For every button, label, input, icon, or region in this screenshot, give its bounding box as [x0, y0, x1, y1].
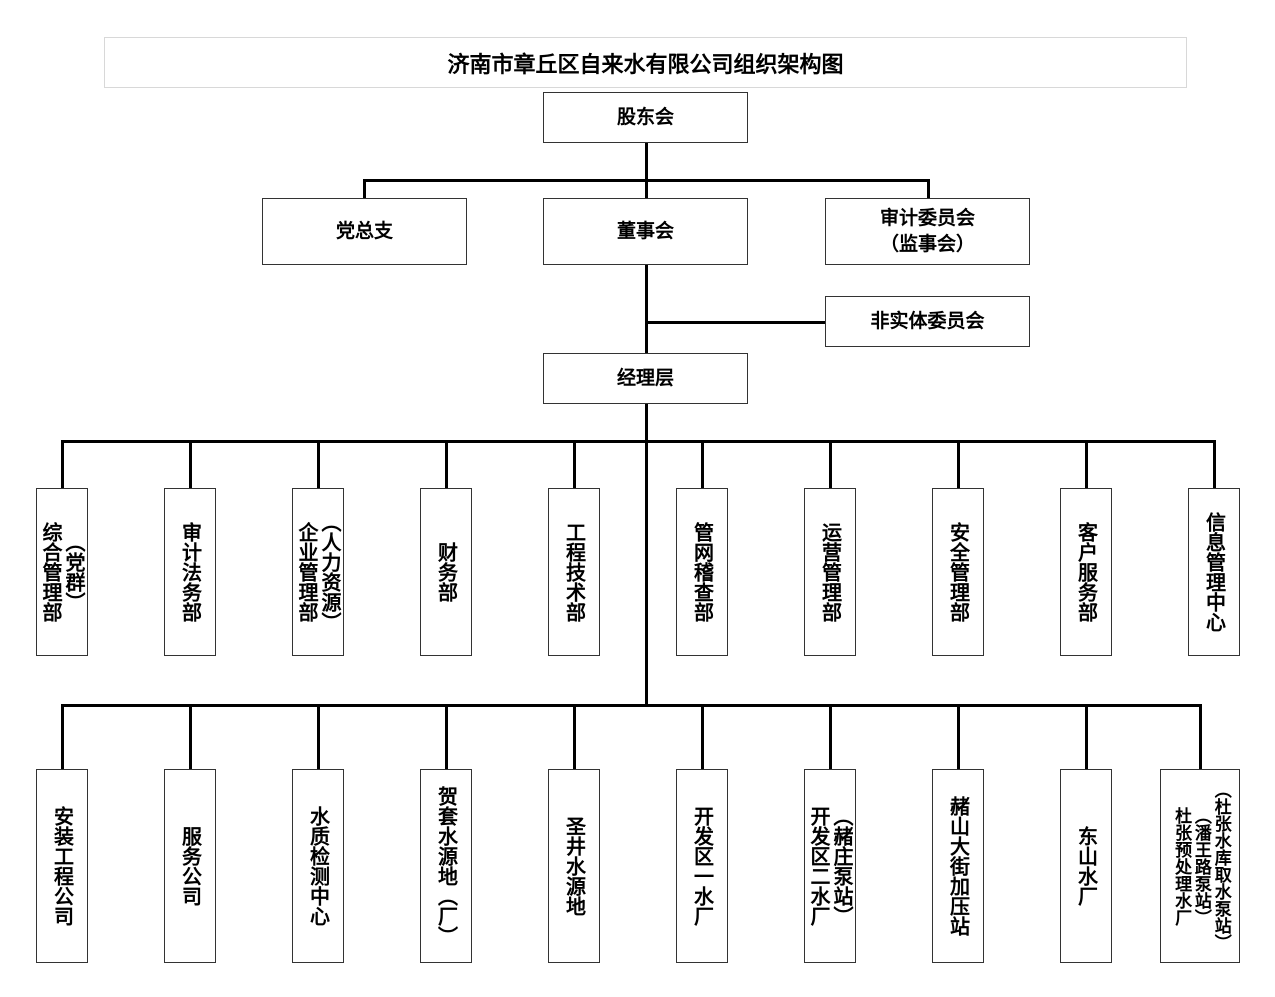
- node-label: 客户服务部: [1074, 522, 1099, 622]
- node-label: （赭庄泵站）: [830, 806, 854, 926]
- node-shareholders: 股东会: [543, 92, 748, 143]
- node-label: 赭山大街加压站: [946, 796, 971, 936]
- connector: [1085, 705, 1088, 769]
- unit-node: 杜张预处理水厂（潘王路泵站）（杜张水库取水泵站）: [1160, 769, 1240, 963]
- node-label: 审计法务部: [178, 522, 203, 622]
- node-label: （党群）: [62, 532, 86, 612]
- connector: [445, 705, 448, 769]
- connector: [645, 265, 648, 353]
- node-label: 安全管理部: [946, 522, 971, 622]
- node-label: 圣井水源地: [562, 816, 587, 916]
- node-party-branch: 党总支: [262, 198, 467, 265]
- department-node: 综合管理部（党群）: [36, 488, 88, 656]
- connector: [189, 441, 192, 488]
- node-label: 水质检测中心: [306, 806, 331, 926]
- node-label: 安装工程公司: [50, 806, 75, 926]
- node-label: 企业管理部: [295, 522, 319, 622]
- connector: [317, 441, 320, 488]
- connector: [61, 704, 1202, 707]
- department-node: 工程技术部: [548, 488, 600, 656]
- node-label: （潘王路泵站）: [1190, 806, 1211, 926]
- supervisory-board-label: （监事会）: [879, 232, 975, 255]
- connector: [573, 441, 576, 488]
- unit-node: 安装工程公司: [36, 769, 88, 963]
- node-label: 杜张预处理水厂: [1171, 806, 1192, 926]
- connector: [957, 705, 960, 769]
- unit-node: 贺套水源地（厂）: [420, 769, 472, 963]
- node-label: 信息管理中心: [1202, 512, 1227, 632]
- unit-node: 圣井水源地: [548, 769, 600, 963]
- connector: [957, 441, 960, 488]
- node-label: 运营管理部: [818, 522, 843, 622]
- department-node: 审计法务部: [164, 488, 216, 656]
- node-label: 综合管理部: [39, 522, 63, 622]
- department-node: 运营管理部: [804, 488, 856, 656]
- node-management: 经理层: [543, 353, 748, 404]
- department-node: 信息管理中心: [1188, 488, 1240, 656]
- connector: [189, 705, 192, 769]
- node-label: 东山水厂: [1074, 826, 1099, 906]
- connector: [1213, 441, 1216, 488]
- connector: [61, 440, 1216, 443]
- connector: [445, 441, 448, 488]
- unit-node: 赭山大街加压站: [932, 769, 984, 963]
- department-node: 财务部: [420, 488, 472, 656]
- audit-committee-label: 审计委员会: [879, 206, 975, 229]
- node-label: （人力资源）: [318, 512, 342, 632]
- connector: [363, 179, 930, 182]
- node-non-entity-committee: 非实体委员会: [825, 296, 1030, 347]
- connector: [645, 404, 648, 707]
- chart-title: 济南市章丘区自来水有限公司组织架构图: [104, 37, 1187, 88]
- node-label: （杜张水库取水泵站）: [1210, 781, 1231, 951]
- node-board: 董事会: [543, 198, 748, 265]
- connector: [927, 179, 930, 198]
- node-label: 贺套水源地（厂）: [434, 786, 459, 946]
- connector: [363, 179, 366, 198]
- connector: [61, 705, 64, 769]
- unit-node: 开发区一水厂: [676, 769, 728, 963]
- unit-node: 水质检测中心: [292, 769, 344, 963]
- connector: [829, 705, 832, 769]
- connector: [701, 441, 704, 488]
- connector: [573, 705, 576, 769]
- node-label: 服务公司: [178, 826, 203, 906]
- department-node: 客户服务部: [1060, 488, 1112, 656]
- unit-node: 东山水厂: [1060, 769, 1112, 963]
- node-label: 管网稽查部: [690, 522, 715, 622]
- connector: [61, 441, 64, 488]
- unit-node: 开发区二水厂（赭庄泵站）: [804, 769, 856, 963]
- connector: [701, 705, 704, 769]
- connector: [1085, 441, 1088, 488]
- department-node: 安全管理部: [932, 488, 984, 656]
- node-label: 工程技术部: [562, 522, 587, 622]
- node-audit-committee: 审计委员会 （监事会）: [825, 198, 1030, 265]
- node-label: 开发区二水厂: [807, 806, 831, 926]
- connector: [645, 321, 825, 324]
- department-node: 管网稽查部: [676, 488, 728, 656]
- connector: [829, 441, 832, 488]
- connector: [1199, 705, 1202, 769]
- node-label: 开发区一水厂: [690, 806, 715, 926]
- unit-node: 服务公司: [164, 769, 216, 963]
- connector: [645, 143, 648, 198]
- node-label: 财务部: [434, 542, 459, 602]
- connector: [317, 705, 320, 769]
- department-node: 企业管理部（人力资源）: [292, 488, 344, 656]
